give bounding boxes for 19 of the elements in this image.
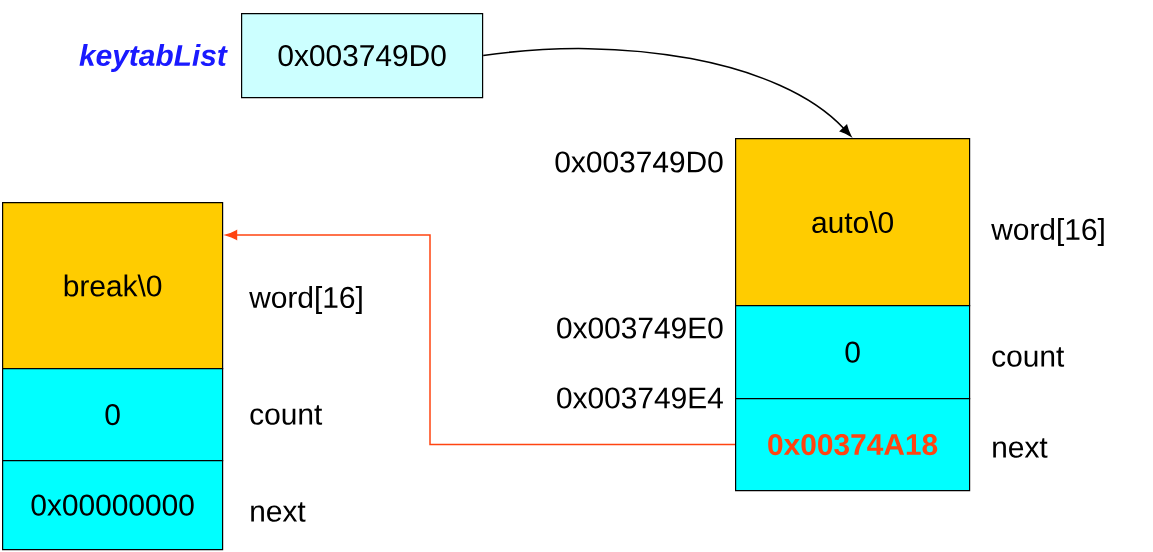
arrow	[482, 47, 852, 137]
field-label: count	[992, 347, 1065, 367]
field-label: next	[251, 502, 306, 522]
memory-cell: auto\0	[735, 138, 971, 307]
arrow	[225, 230, 736, 446]
memory-cell: 0	[2, 368, 224, 462]
pointer-box: 0x003749D0	[241, 13, 484, 99]
address-label: 0x003749E0	[557, 317, 723, 339]
memory-cell: break\0	[2, 202, 224, 370]
memory-cell: 0	[735, 305, 971, 400]
field-label: next	[993, 438, 1048, 458]
field-label: count	[250, 405, 323, 425]
address-label: 0x003749D0	[555, 151, 723, 173]
variable-name-label: keytabList	[79, 44, 228, 72]
field-label: word[16]	[991, 218, 1104, 246]
address-label: 0x003749E4	[557, 387, 723, 409]
memory-cell: 0x00000000	[2, 460, 224, 551]
field-label: word[16]	[249, 286, 362, 314]
memory-cell: 0x00374A18	[735, 398, 971, 492]
